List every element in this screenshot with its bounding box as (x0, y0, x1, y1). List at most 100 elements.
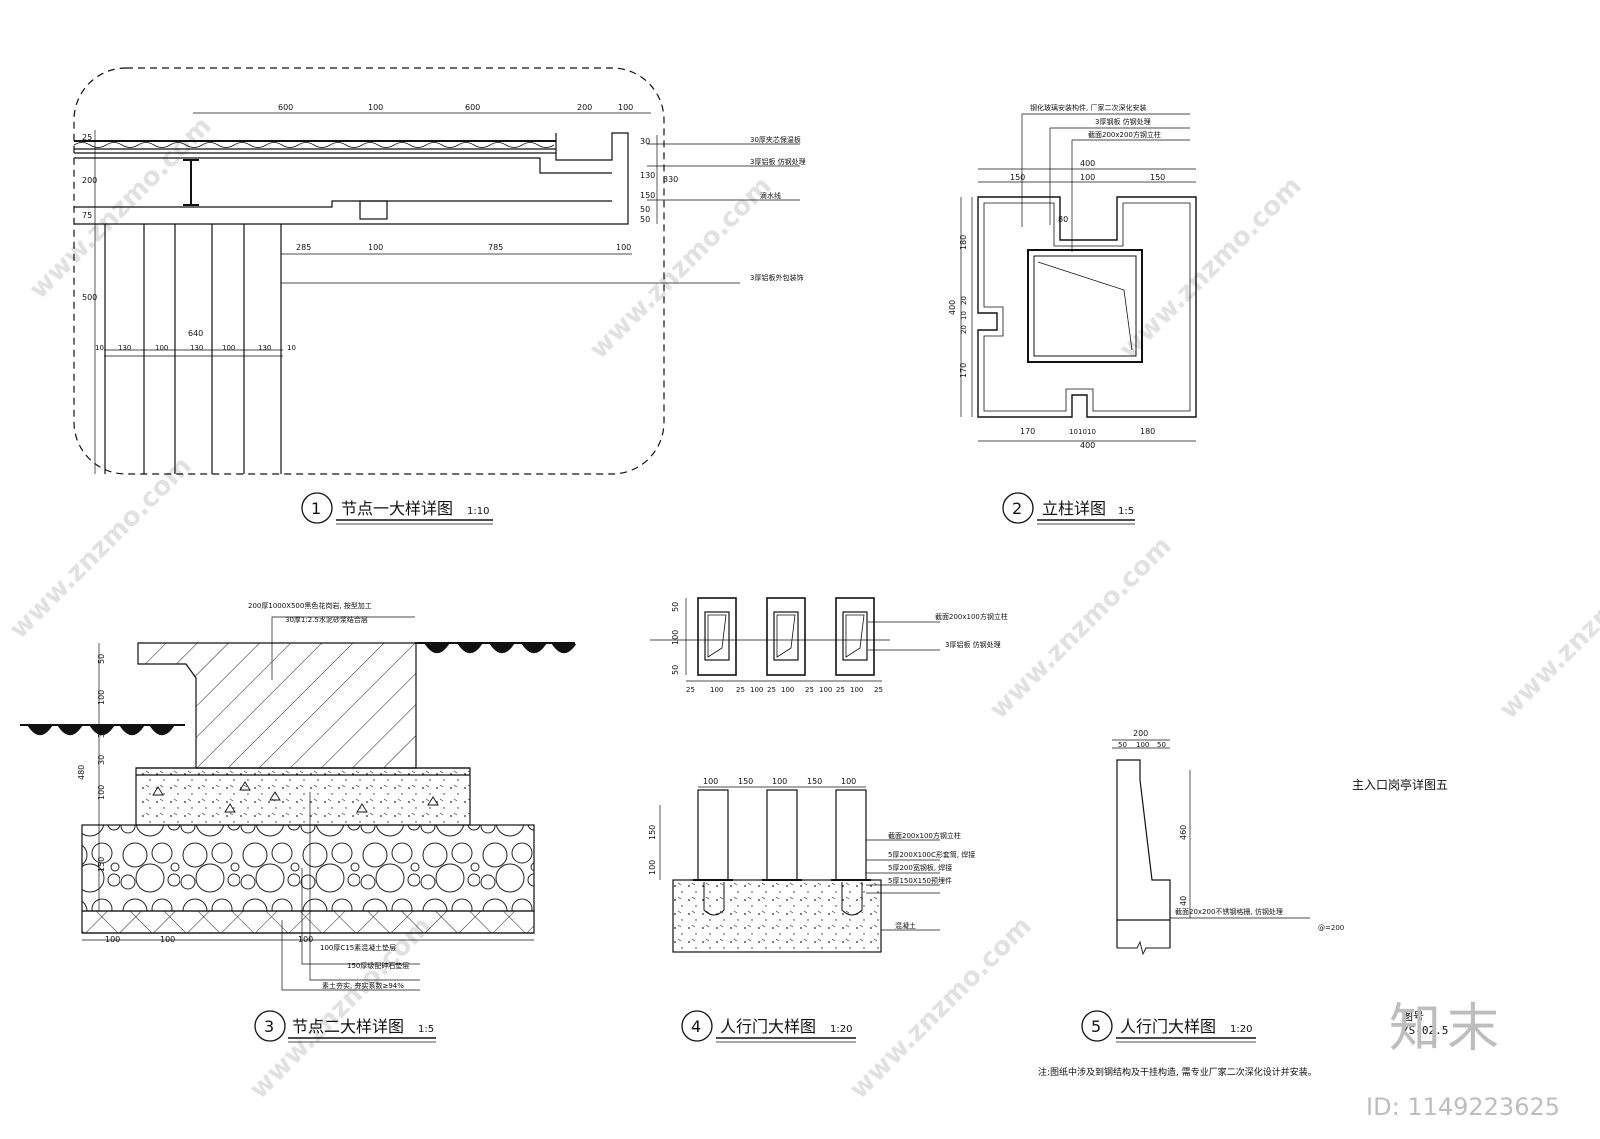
svg-text:180: 180 (1140, 427, 1155, 436)
svg-text:25: 25 (736, 686, 745, 694)
detail-2-labels: 钢化玻璃安装构件, 厂家二次深化安装 3厚钢板 仿钢处理 截面200x200方钢… (948, 103, 1165, 450)
svg-text:100: 100 (97, 690, 106, 705)
svg-text:100: 100 (772, 777, 787, 786)
detail-3-drawing (20, 616, 577, 991)
d3-callout-4: 150厚级配碎石垫层 (347, 961, 409, 970)
svg-text:10: 10 (287, 344, 296, 352)
svg-text:400: 400 (1080, 441, 1095, 450)
d1-right-dim-2: 130 (640, 171, 655, 180)
svg-text:5: 5 (1091, 1017, 1101, 1036)
d3-callout-3: 100厚C15素混凝土垫层 (320, 943, 396, 952)
svg-text:400: 400 (1080, 159, 1095, 168)
svg-text:25: 25 (836, 686, 845, 694)
svg-text:100: 100 (781, 686, 794, 694)
d4-callout-5: 5厚200宽钢板, 焊接 (888, 863, 952, 872)
svg-text:150: 150 (738, 777, 753, 786)
d3-callout-5: 素土夯实, 夯实系数≥94% (322, 981, 404, 990)
detail-2-title: 2 立柱详图 1:5 (1002, 492, 1135, 525)
svg-text:节点二大样详图: 节点二大样详图 (292, 1017, 404, 1036)
d1-left-dim-2: 200 (82, 176, 97, 185)
svg-text:400: 400 (948, 300, 957, 315)
svg-text:100: 100 (160, 935, 175, 944)
svg-text:100: 100 (155, 344, 168, 352)
svg-text:10: 10 (1069, 428, 1078, 436)
d1-right-dim-total: 330 (663, 175, 678, 184)
d1-bottom-total: 640 (188, 329, 203, 338)
svg-text:40: 40 (1179, 896, 1188, 906)
d1-callout-1: 30厚夹芯保温板 (750, 135, 801, 144)
svg-text:1:20: 1:20 (830, 1024, 852, 1035)
svg-text:3: 3 (264, 1017, 274, 1036)
svg-text:30: 30 (97, 755, 106, 765)
d4-callout-6: 5厚150X150预埋件 (888, 876, 952, 885)
d1-callout-3: 滴水线 (760, 191, 781, 200)
svg-text:100: 100 (703, 777, 718, 786)
svg-text:10: 10 (1087, 428, 1096, 436)
general-note: 注:图纸中涉及到钢结构及干挂构造, 需专业厂家二次深化设计并安装。 (1038, 1066, 1317, 1078)
svg-text:1:5: 1:5 (1118, 506, 1134, 517)
d1-right-dim-3: 150 (640, 191, 655, 200)
svg-text:25: 25 (805, 686, 814, 694)
svg-text:www.znzmo.com: www.znzmo.com (1494, 531, 1600, 725)
d5-callout-1: 截面20x200不锈钢格栅, 仿钢处理 (1175, 907, 1283, 916)
svg-text:50: 50 (1157, 741, 1166, 749)
svg-text:150: 150 (807, 777, 822, 786)
svg-text:100: 100 (841, 777, 856, 786)
svg-text:人行门大样图: 人行门大样图 (1120, 1017, 1216, 1036)
detail-5-title: 5 人行门大样图 1:20 (1081, 1010, 1256, 1043)
d1-right-dim-4: 50 (640, 205, 650, 214)
svg-text:170: 170 (1020, 427, 1035, 436)
svg-text:100: 100 (710, 686, 723, 694)
d2-callout-1: 钢化玻璃安装构件, 厂家二次深化安装 (1030, 103, 1146, 112)
d5-callout-2: @=200 (1318, 924, 1344, 932)
d4-callout-4: 5厚200X100C形套筒, 焊接 (888, 850, 975, 859)
d1-top-dim-4: 200 (577, 103, 592, 112)
d1-callout-4: 3厚铝板外包装饰 (750, 273, 803, 282)
d4-callout-2: 3厚铝板 仿钢处理 (945, 640, 1001, 649)
svg-text:100: 100 (850, 686, 863, 694)
detail-5-drawing (1112, 739, 1310, 956)
detail-1-title: 1 节点一大样详图 1:10 (301, 492, 493, 525)
d2-callout-3: 截面200x200方钢立柱 (1088, 130, 1161, 139)
sheet-title: 主入口岗亭详图五 (1352, 777, 1448, 792)
detail-2-drawing (960, 113, 1197, 442)
d1-left-dim-3: 75 (82, 211, 92, 220)
detail-4-drawing (650, 597, 940, 953)
svg-text:25: 25 (686, 686, 695, 694)
d1-mid-dim-3: 785 (488, 243, 503, 252)
svg-text:30: 30 (97, 728, 106, 738)
svg-text:20: 20 (960, 325, 968, 334)
d3-callout-1: 200厚1000X500黑色花岗岩, 按型加工 (248, 601, 372, 610)
svg-text:100: 100 (1136, 741, 1149, 749)
svg-text:10: 10 (1078, 428, 1087, 436)
svg-text:1:20: 1:20 (1230, 1024, 1252, 1035)
svg-text:www.znzmo.com: www.znzmo.com (4, 451, 198, 645)
d4-callout-7: 混凝土 (895, 921, 916, 930)
svg-text:10: 10 (960, 311, 968, 320)
d2-inner-dim: 80 (1058, 215, 1068, 224)
svg-text:2: 2 (1012, 499, 1022, 518)
page-code-label: 图号 (1402, 1010, 1424, 1023)
detail-5-labels: 200 50 100 50 460 40 截面20x200不锈钢格栅, 仿钢处理… (1118, 729, 1344, 932)
d1-mid-dim-1: 285 (296, 243, 311, 252)
svg-text:50: 50 (671, 602, 680, 612)
detail-4-title: 4 人行门大样图 1:20 (681, 1010, 856, 1043)
svg-text:1: 1 (311, 499, 321, 518)
d1-callout-2: 3厚铝板 仿钢处理 (750, 157, 806, 166)
d1-mid-dim-2: 100 (368, 243, 383, 252)
page-code: 图号 YS-02.5 (1402, 1010, 1448, 1038)
d1-top-dim-3: 600 (465, 103, 480, 112)
svg-text:150: 150 (97, 857, 106, 872)
detail-3-labels: 200厚1000X500黑色花岗岩, 按型加工 30厚1:2.5水泥砂浆结合层 … (77, 601, 409, 990)
detail-1-labels: 600 100 600 200 100 285 100 785 100 25 2… (82, 103, 806, 352)
d1-left-dim-4: 500 (82, 293, 97, 302)
svg-text:100: 100 (298, 935, 313, 944)
svg-text:130: 130 (118, 344, 131, 352)
brand-logo: 知末 (1388, 999, 1505, 1059)
svg-text:25: 25 (874, 686, 883, 694)
svg-text:1:5: 1:5 (418, 1024, 434, 1035)
svg-text:100: 100 (222, 344, 235, 352)
d4-callout-1: 截面200x100方钢立柱 (935, 612, 1008, 621)
svg-text:480: 480 (77, 765, 86, 780)
